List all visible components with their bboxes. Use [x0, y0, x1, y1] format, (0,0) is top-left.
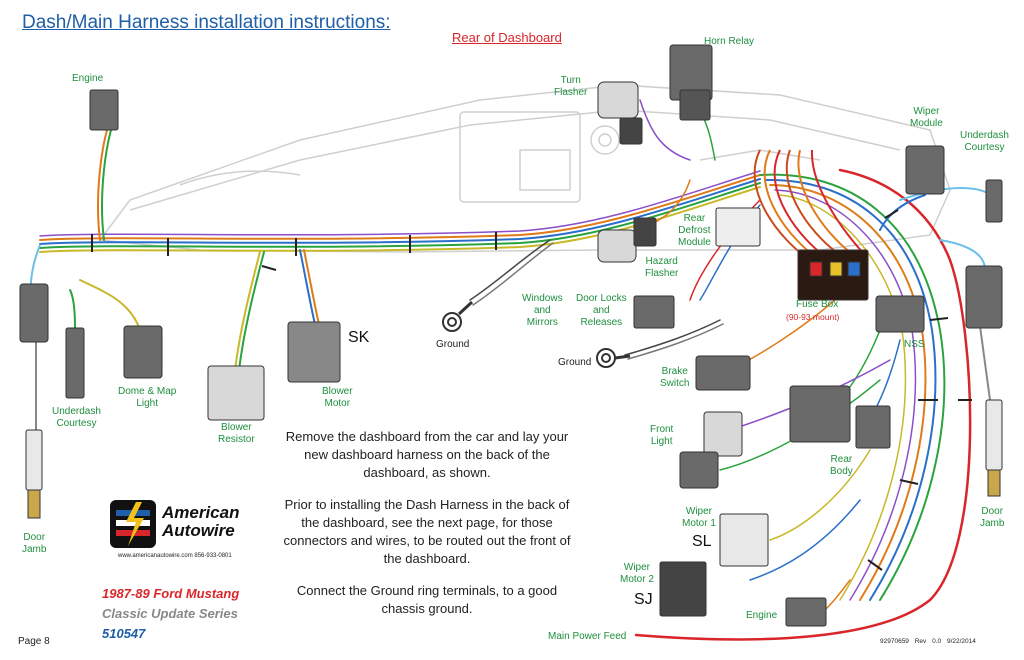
- door-jamb-left-connector: [19, 283, 49, 343]
- blower-resistor-connector: [207, 365, 265, 421]
- dome-map-light-connector: [123, 325, 163, 379]
- label-door-jamb-right: Door Jamb: [980, 506, 1005, 529]
- underdash-courtesy-right-connector: [985, 179, 1003, 223]
- rear-defrost-connector: [715, 207, 761, 247]
- page-title: Dash/Main Harness installation instructi…: [22, 12, 391, 33]
- instruction-3: Connect the Ground ring terminals, to a …: [296, 583, 558, 616]
- label-main-power-feed: Main Power Feed: [548, 631, 627, 642]
- label-wiper-motor-1: Wiper Motor 1: [682, 506, 716, 529]
- rear-body-connector: [789, 385, 851, 443]
- doc-number: 92970659: [880, 638, 909, 645]
- label-front-light: Front Light: [650, 424, 674, 447]
- underdash-courtesy-left-connector: [65, 327, 85, 399]
- label-blower-motor: Blower Motor: [322, 386, 353, 409]
- page-subtitle: Rear of Dashboard: [452, 30, 562, 45]
- label-engine-top: Engine: [72, 73, 104, 84]
- label-ground-left: Ground: [436, 339, 470, 350]
- label-rear-body: Rear Body: [830, 454, 853, 477]
- product-line1: 1987-89 Ford Mustang: [102, 586, 240, 601]
- ground-rings: [442, 300, 631, 368]
- fuse-box-wires: [753, 149, 869, 261]
- label-windows-mirrors: Windows and Mirrors: [522, 293, 563, 328]
- code-sl: SL: [692, 533, 712, 550]
- label-wiper-motor-2: Wiper Motor 2: [620, 562, 654, 585]
- code-sj: SJ: [634, 591, 653, 608]
- instruction-1: Remove the dashboard from the car and la…: [285, 429, 569, 480]
- hazard-flasher-connector: [597, 229, 637, 263]
- revision: Rev 0.0: [914, 638, 942, 645]
- label-ground-mid: Ground: [558, 357, 592, 368]
- label-door-locks: Door Locks and Releases: [576, 293, 627, 328]
- dashboard-outline: [98, 84, 951, 253]
- wiper-motor-2-connector: [659, 561, 707, 617]
- engine-bottom-connector: [785, 597, 827, 627]
- page-number: Page 8: [18, 636, 50, 647]
- label-turn-flasher: Turn Flasher: [554, 75, 588, 98]
- logo-name-line2: Autowire: [162, 521, 235, 540]
- main-harness-trunk: [30, 99, 991, 641]
- label-brake-switch: Brake Switch: [660, 366, 690, 389]
- engine-top-connector: [89, 89, 119, 131]
- label-blower-resistor: Blower Resistor: [218, 422, 255, 445]
- label-wiper-module: Wiper Module: [910, 106, 943, 129]
- blower-motor-connector: [287, 321, 341, 383]
- door-jamb-right-switch: [985, 399, 1003, 471]
- door-jamb-left-switch: [25, 429, 43, 491]
- label-underdash-courtesy-left: Underdash Courtesy: [52, 406, 101, 429]
- tie-wraps: [91, 209, 972, 571]
- label-fuse-box-note: (90-93 mount): [786, 312, 840, 322]
- code-sk: SK: [348, 329, 370, 346]
- front-light-connector: [703, 411, 743, 457]
- label-hazard-flasher: Hazard Flasher: [645, 256, 679, 279]
- turn-flasher-connector: [597, 81, 639, 119]
- wiper-module-connector: [905, 145, 945, 195]
- label-fuse-box: Fuse Box: [796, 299, 839, 310]
- product-line2: Classic Update Series: [102, 606, 238, 621]
- logo-website: www.americanautowire.com 856-933-0801: [118, 553, 232, 559]
- ground-ring-left: [442, 312, 462, 332]
- product-line3: 510547: [102, 626, 146, 641]
- label-engine-bottom: Engine: [746, 610, 778, 621]
- label-nss: NSS: [904, 339, 925, 350]
- logo-emblem-art: [110, 500, 156, 548]
- instructions-block: Remove the dashboard from the car and la…: [282, 428, 572, 632]
- label-rear-defrost-module: Rear Defrost Module: [678, 213, 711, 248]
- connectors: [19, 44, 1003, 627]
- instruction-2: Prior to installing the Dash Harness in …: [283, 497, 571, 566]
- wiper-motor-1-connector: [719, 513, 769, 567]
- brake-switch-connector: [695, 355, 751, 391]
- nss-connector: [875, 295, 925, 333]
- label-underdash-courtesy-right: Underdash Courtesy: [960, 130, 1009, 153]
- label-horn-relay: Horn Relay: [704, 36, 755, 47]
- label-dome-map-light: Dome & Map Light: [118, 386, 177, 409]
- logo-name-line1: American: [162, 503, 240, 522]
- windows-mirrors-connector: [633, 295, 675, 329]
- footer-meta: 92970659 Rev 0.0 9/22/2014: [880, 638, 976, 645]
- doc-date: 9/22/2014: [946, 638, 976, 645]
- door-jamb-right-connector: [965, 265, 1003, 329]
- label-door-jamb-left: Door Jamb: [22, 532, 47, 555]
